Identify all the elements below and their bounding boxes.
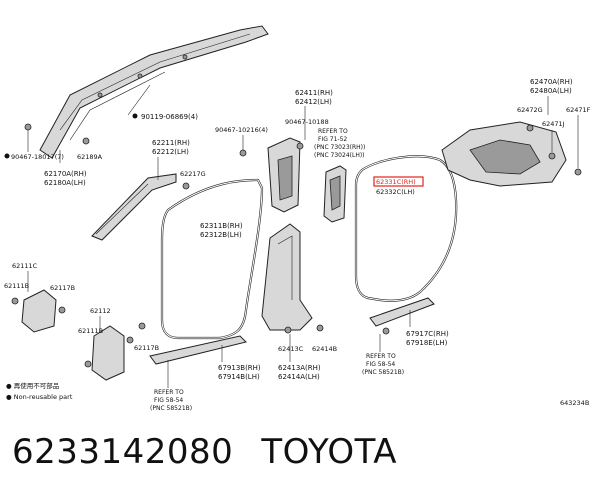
label-90119: 90119-06869(4) [141,113,198,121]
label-62480A: 62480A(LH) [530,87,572,95]
label-90467-10216: 90467-10216(4) [215,126,268,134]
label-62413A: 62413A(RH) [278,364,321,372]
ref-fig71-line3: (PNC 73023(RH)) [314,144,365,151]
front-door-weatherstrip [160,178,264,340]
label-62413C: 62413C [278,345,304,353]
clip-90467-10216-icon [239,149,247,157]
roof-rail-garnish [39,25,269,159]
clip-62471J-icon [548,152,556,160]
label-62117B-upper: 62117B [50,284,75,292]
cowl-side-trim-upper [21,289,57,333]
part-number: 6233142080 [12,432,234,472]
label-62112: 62112 [90,307,111,315]
clip-90467-18017-icon [24,123,32,131]
label-62189A: 62189A [77,153,103,161]
label-62111B-lower: 62111B [78,327,103,335]
clip-62472G-icon [526,124,534,132]
ref-fig58a-line1: REFER TO [154,389,184,396]
center-pillar-upper-garnish [267,137,301,213]
diagram-id: 643234B [560,399,589,407]
clip-62413C-icon [284,326,292,334]
clip-62117B-extra-icon [138,322,146,330]
highlight-box [373,176,424,187]
label-62311B: 62311B(RH) [200,222,243,230]
clip-62117B-lower-icon [126,336,134,344]
ref-fig58b-line3: (PNC 58521B) [362,369,404,376]
label-90467-18017: 90467-18017(7) [11,153,64,161]
label-62414B: 62414B [312,345,337,353]
quarter-trim-panel [441,121,567,187]
label-62332C: 62332C(LH) [376,188,415,196]
label-62414A: 62414A(LH) [278,373,320,381]
clip-62111B-lower-icon [84,360,92,368]
clip-90467-10188-icon [296,142,304,150]
label-67917C: 67917C(RH) [406,330,449,338]
seatbelt-cover [323,165,347,223]
brand-name: TOYOTA [261,432,398,472]
label-62170A: 62170A(RH) [44,170,87,178]
label-62331C[interactable]: 62331C(RH) [376,178,416,186]
ref-fig71-line2: FIG 71-52 [318,136,347,143]
front-scuff-plate [149,335,247,365]
label-62412: 62412(LH) [295,98,332,106]
ref-fig58a-line2: FIG 58-54 [154,397,183,404]
rear-door-weatherstrip [354,155,458,302]
ref-fig71-line4: (PNC 73024(LH)) [314,152,365,159]
non-reusable-dot-icon [4,153,10,159]
label-67913B: 67913B(RH) [218,364,261,372]
label-62470A: 62470A(RH) [530,78,573,86]
ref-fig71-line1: REFER TO [318,128,348,135]
clip-62111B-upper-icon [11,297,19,305]
legend-japanese: ● 再使用不可部品 [6,381,59,390]
clip-62217G-icon [182,182,190,190]
ref-fig58b-line2: FIG 58-54 [366,361,395,368]
label-62472G: 62472G [517,106,543,114]
label-62312B: 62312B(LH) [200,231,242,239]
footer-title: 6233142080 TOYOTA [12,432,425,472]
label-67918E: 67918E(LH) [406,339,448,347]
center-pillar-lower-garnish [261,223,313,331]
label-62471F: 62471F [566,106,591,114]
clip-62189A-icon [82,137,90,145]
label-62471J: 62471J [542,120,565,128]
label-62111C: 62111C [12,262,38,270]
rear-scuff-plate [369,297,435,327]
clip-90119-icon [132,113,138,119]
label-62180A: 62180A(LH) [44,179,86,187]
clip-62117B-upper-icon [58,306,66,314]
clip-67917C-icon [382,327,390,335]
label-62117B-lower: 62117B [134,344,159,352]
legend-english: ● Non-reusable part [6,393,73,401]
label-90467-10188: 90467-10188 [285,118,329,126]
label-62411: 62411(RH) [295,89,333,97]
label-67914B: 67914B(LH) [218,373,260,381]
ref-fig58b-line1: REFER TO [366,353,396,360]
parts-diagram: 90119-06869(4) 90467-18017(7) 62189A 621… [4,25,591,412]
clip-62471F-icon [574,168,582,176]
label-62212: 62212(LH) [152,148,189,156]
label-62111B-upper: 62111B [4,282,29,290]
label-62211: 62211(RH) [152,139,190,147]
ref-fig58a-line3: (PNC 58521B) [150,405,192,412]
cowl-side-trim-lower [91,325,125,381]
clip-62414B-icon [316,324,324,332]
label-62217G: 62217G [180,170,206,178]
front-pillar-garnish [91,173,177,241]
